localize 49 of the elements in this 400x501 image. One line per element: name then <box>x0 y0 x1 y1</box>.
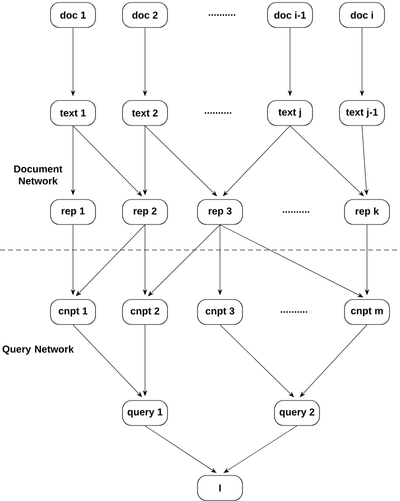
node-box: rep 2 <box>122 199 168 225</box>
node-box: query 2 <box>274 400 320 426</box>
arrow <box>290 126 364 196</box>
note-label: .......... <box>204 112 232 114</box>
arrow <box>71 126 75 195</box>
node-box: text 2 <box>122 100 168 126</box>
note-label: .......... <box>280 311 308 313</box>
node-box: doc 1 <box>50 2 96 28</box>
arrow <box>72 126 142 196</box>
arrow <box>143 28 147 96</box>
arrow <box>148 224 220 296</box>
arrow <box>218 224 222 295</box>
node-box: doc 2 <box>122 2 168 28</box>
node-box: cnpt 1 <box>50 299 96 325</box>
node-box: query 1 <box>122 400 168 426</box>
note-label: .......... <box>282 211 310 213</box>
arrow <box>288 28 292 96</box>
node-box: doc i-1 <box>267 2 313 28</box>
arrow <box>224 426 298 473</box>
arrow <box>220 324 294 398</box>
arrow <box>144 126 217 196</box>
arrow <box>71 224 75 295</box>
arrow <box>143 224 147 295</box>
note-label: Document Network <box>14 166 62 184</box>
arrow <box>223 126 290 196</box>
node-box: doc i <box>339 2 385 28</box>
note-label: Query Network <box>2 345 74 355</box>
arrow <box>144 426 216 473</box>
arrow <box>71 28 75 96</box>
node-box: rep k <box>344 199 390 225</box>
node-box: cnpt m <box>344 299 390 325</box>
arrow <box>76 224 146 296</box>
node-box: text j-1 <box>339 100 385 126</box>
arrow <box>365 224 369 295</box>
arrow <box>143 324 147 396</box>
node-box: text j <box>267 100 313 126</box>
node-box: rep 3 <box>197 199 243 225</box>
node-box: cnpt 3 <box>197 299 243 325</box>
node-box: I <box>197 475 243 501</box>
note-label: .......... <box>208 14 236 16</box>
arrow <box>220 224 364 298</box>
node-box: cnpt 2 <box>122 299 168 325</box>
arrow <box>72 324 142 398</box>
node-box: text 1 <box>50 100 96 126</box>
arrow <box>360 28 364 96</box>
node-box: rep 1 <box>50 199 96 225</box>
arrow <box>143 126 147 195</box>
arrow <box>362 126 368 195</box>
arrow <box>300 324 368 397</box>
